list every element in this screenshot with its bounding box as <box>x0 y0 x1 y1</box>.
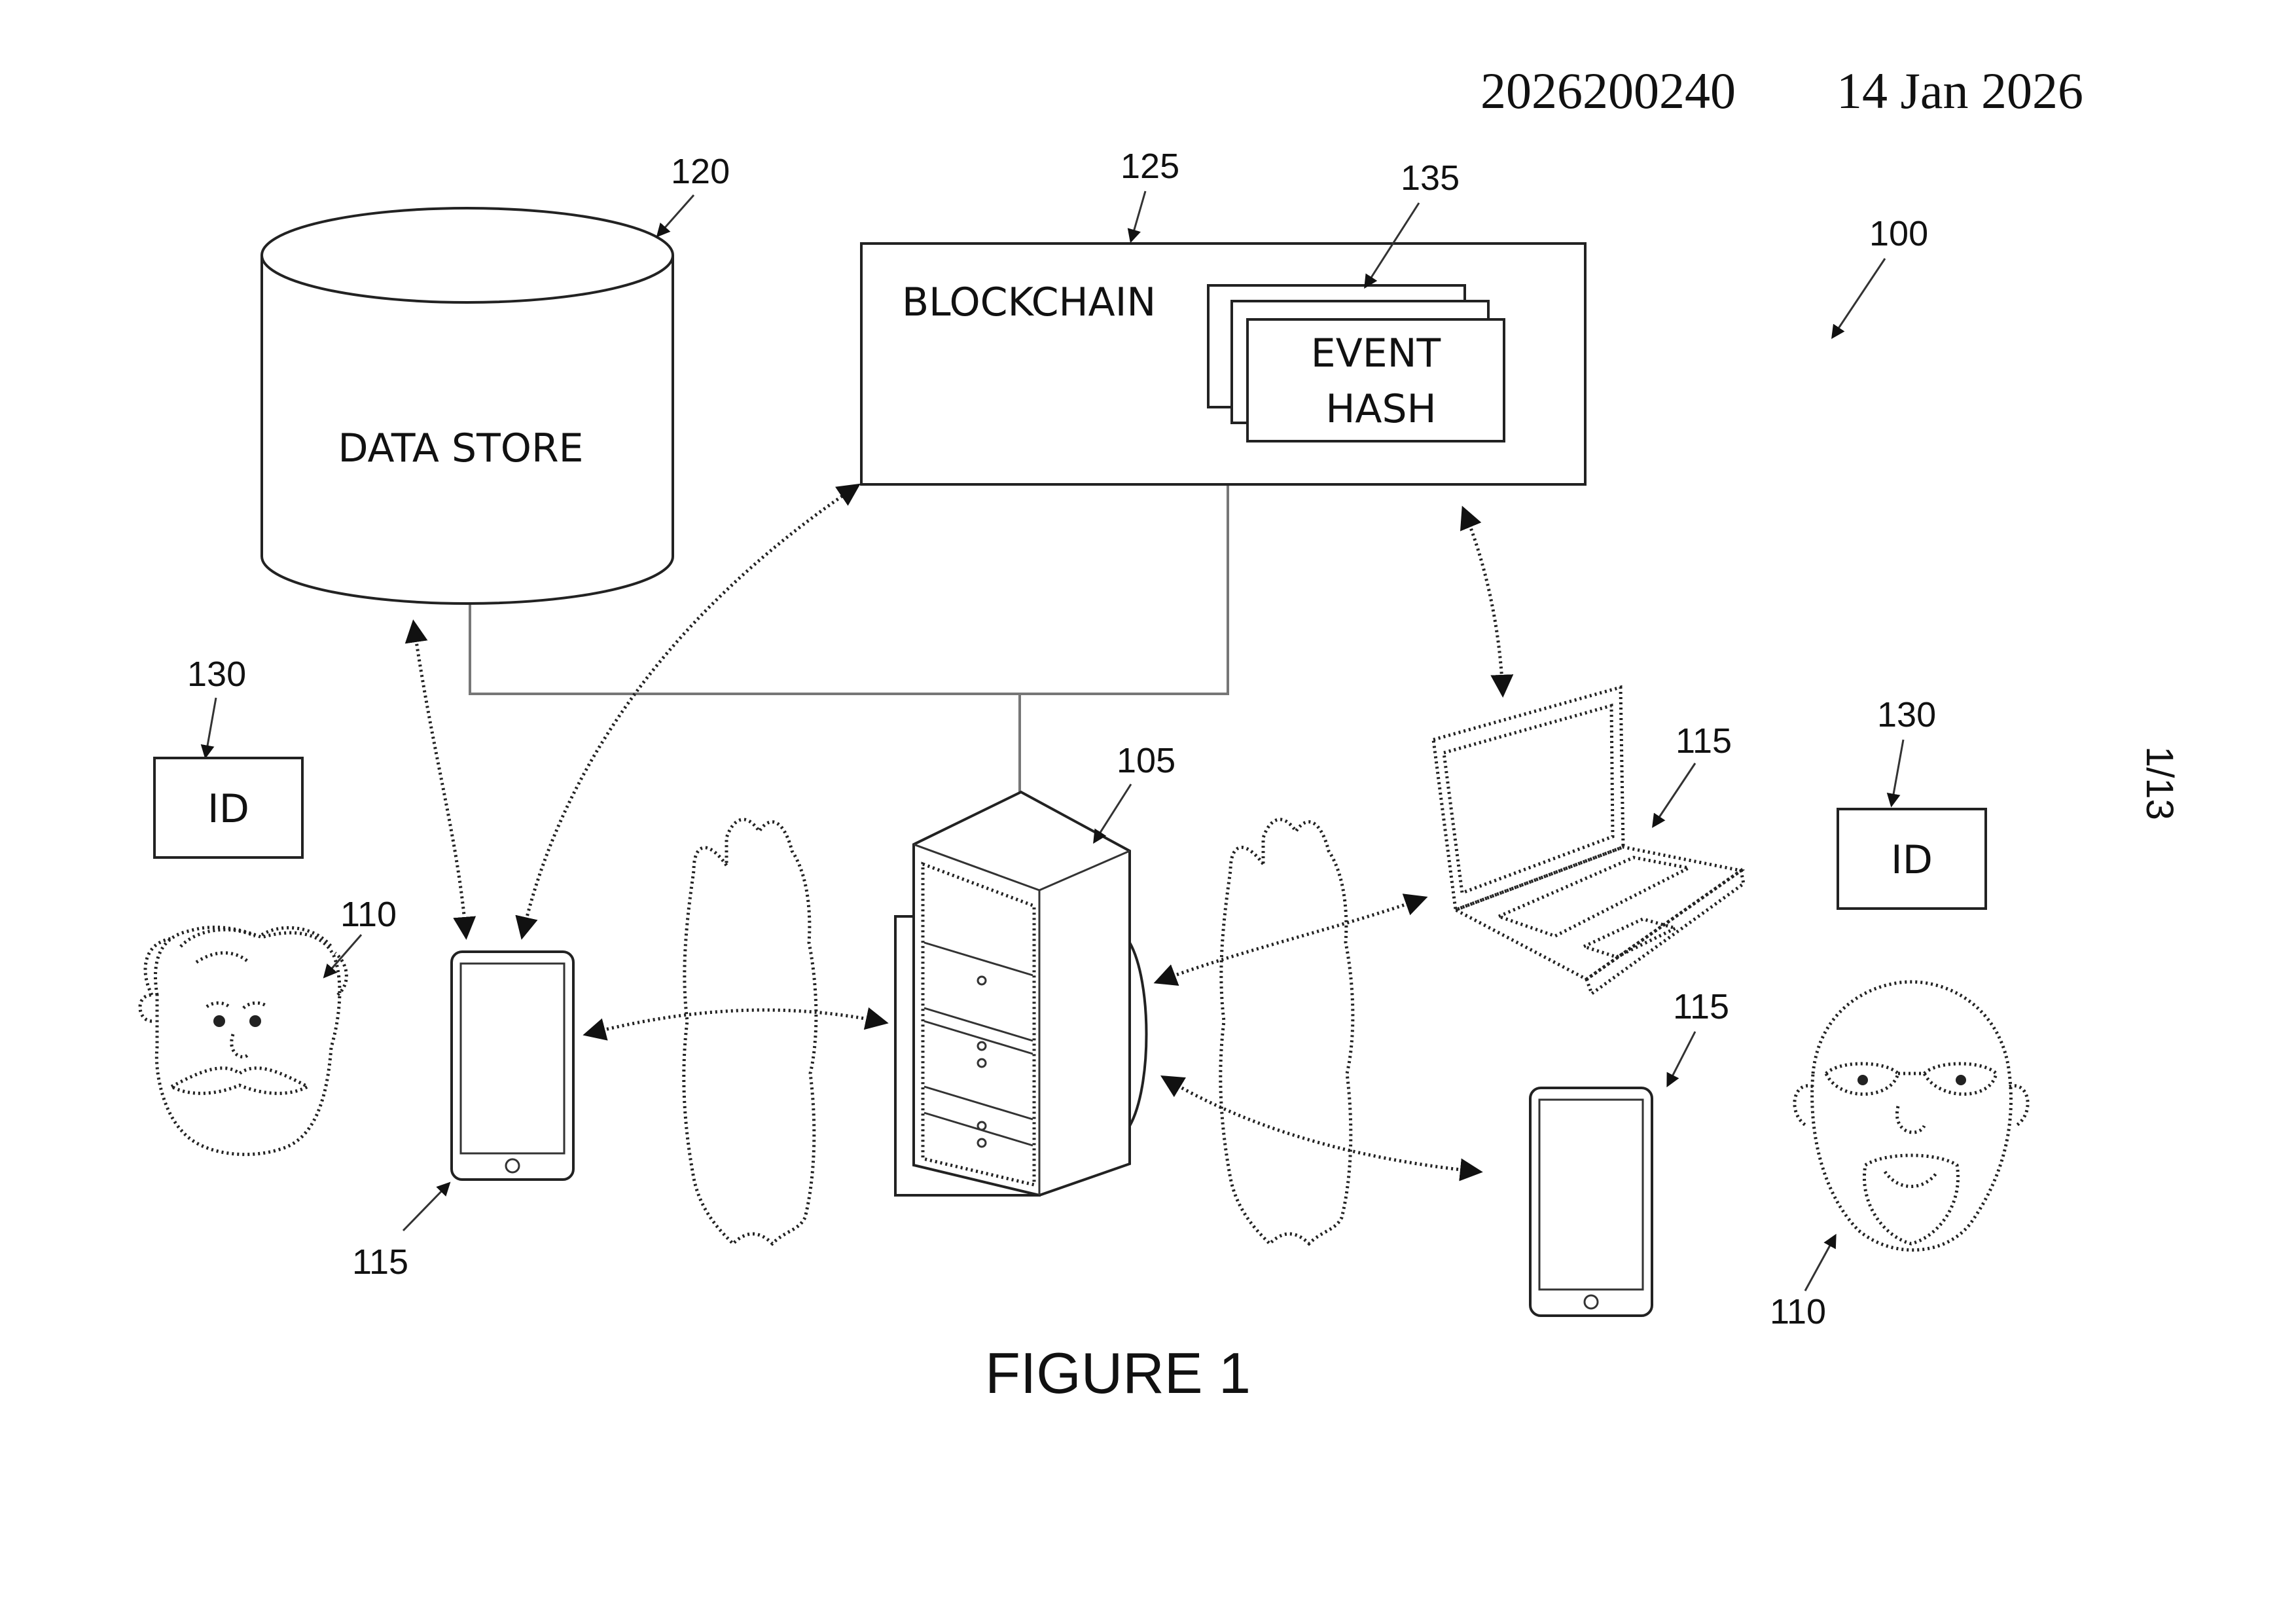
publication-number: 2026200240 <box>1480 62 1736 119</box>
ref-id-left: 130 <box>187 655 246 694</box>
data-store-label: DATA STORE <box>338 425 583 471</box>
ref-data-store-leader <box>658 195 694 236</box>
ref-id-right: 130 <box>1877 695 1936 734</box>
user-right-face-icon <box>1795 982 2028 1250</box>
ref-server-leader <box>1094 784 1131 842</box>
ref-data-store: 120 <box>671 152 730 191</box>
server-rack-icon <box>895 792 1147 1195</box>
page-indicator: 1/13 <box>2138 746 2181 820</box>
ref-user-left-leader <box>325 935 361 977</box>
event-label: EVENT <box>1311 331 1441 376</box>
ref-device-left: 115 <box>352 1242 408 1282</box>
network-cloud-left-icon <box>684 820 816 1244</box>
ref-blockchain-leader <box>1131 191 1145 241</box>
ref-blockchain: 125 <box>1121 147 1179 186</box>
blockchain-label: BLOCKCHAIN <box>902 280 1156 325</box>
ref-id-right-leader <box>1892 740 1903 805</box>
hash-label: HASH <box>1325 386 1436 432</box>
data-store-cylinder: DATA STORE <box>262 208 673 604</box>
figure-caption: FIGURE 1 <box>985 1341 1251 1405</box>
id-card-right-label: ID <box>1891 837 1933 883</box>
phone-left-icon <box>452 952 573 1180</box>
ref-event-hash: 135 <box>1401 158 1460 198</box>
publication-date: 14 Jan 2026 <box>1837 62 2083 119</box>
ref-device-laptop: 115 <box>1676 721 1732 761</box>
event-hash-stack: EVENT HASH <box>1208 285 1504 441</box>
phone-right-icon <box>1530 1088 1652 1316</box>
ref-device-right-leader <box>1668 1032 1695 1085</box>
network-cloud-right-icon <box>1221 820 1353 1244</box>
ref-device-right: 115 <box>1673 987 1729 1026</box>
user-left-face-icon <box>140 928 346 1155</box>
ref-device-left-leader <box>403 1183 449 1231</box>
ref-system-leader <box>1833 259 1885 337</box>
ref-system: 100 <box>1869 214 1928 253</box>
id-card-left-label: ID <box>207 786 249 832</box>
ref-device-laptop-leader <box>1653 763 1695 826</box>
ref-user-left: 110 <box>340 895 397 934</box>
ref-user-right: 110 <box>1770 1292 1826 1331</box>
ref-id-left-leader <box>206 698 216 757</box>
ref-server: 105 <box>1117 741 1175 780</box>
ref-user-right-leader <box>1805 1236 1835 1291</box>
